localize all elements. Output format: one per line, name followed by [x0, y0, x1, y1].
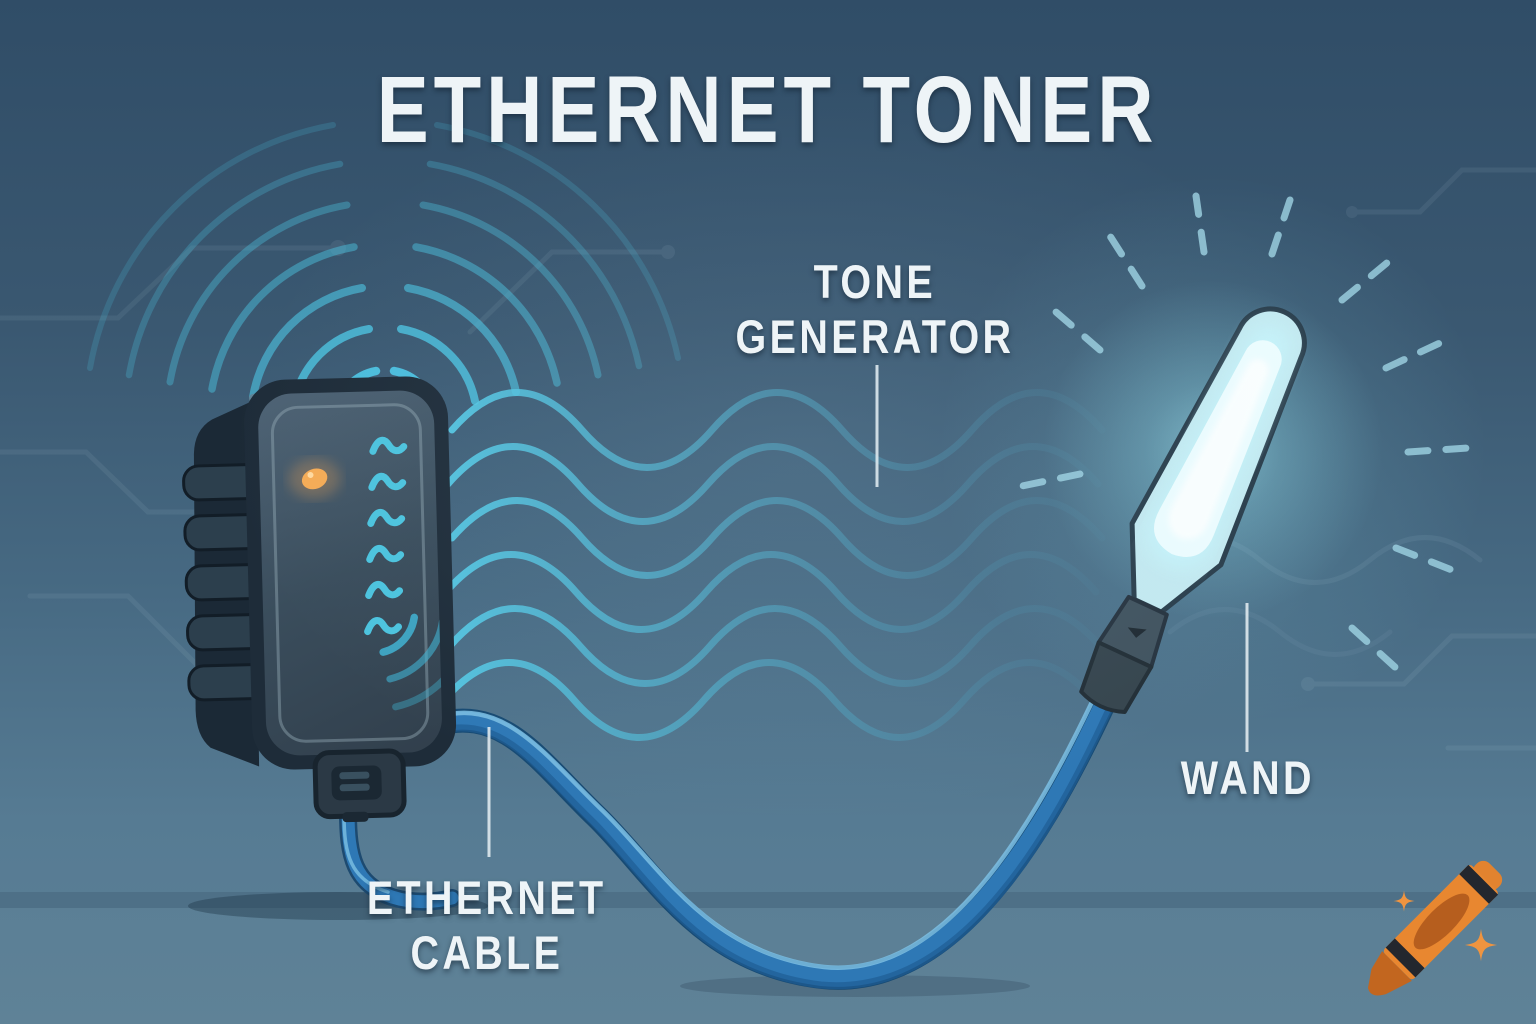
device-grip-fins [182, 400, 269, 767]
wand [1079, 306, 1307, 714]
tone-generator-label: TONE GENERATOR [575, 254, 1175, 364]
ethernet-cable [426, 694, 1115, 990]
sparkle-icon [1393, 890, 1415, 912]
wand-label: WAND [948, 750, 1536, 805]
tone-generator-label-line2: GENERATOR [735, 310, 1015, 363]
tone-indicator-squiggles [364, 436, 408, 636]
ethernet-cable-label-line2: CABLE [410, 926, 564, 979]
wand-rays [1018, 192, 1472, 672]
craiyon-watermark [1367, 860, 1503, 996]
tone-generator-device [182, 376, 457, 823]
device-drop-cable [339, 803, 461, 911]
wand-core-hot [1168, 359, 1269, 540]
rj45-connector [312, 748, 407, 823]
wand-label-text: WAND [1180, 751, 1316, 804]
tone-generator-label-line1: TONE [813, 255, 937, 308]
ethernet-cable-label-line1: ETHERNET [367, 871, 607, 924]
wand-handle [1079, 594, 1169, 714]
sparkle-icon [1464, 928, 1498, 962]
page-title: ETHERNET TONER [0, 56, 1536, 165]
page-title-text: ETHERNET TONER [377, 57, 1159, 163]
led-highlight [307, 472, 314, 479]
wand-button-icon [1127, 627, 1147, 638]
device-face-bevel [270, 403, 430, 743]
crayon-icon [1367, 860, 1503, 996]
ethernet-cable-label: ETHERNET CABLE [187, 870, 787, 980]
